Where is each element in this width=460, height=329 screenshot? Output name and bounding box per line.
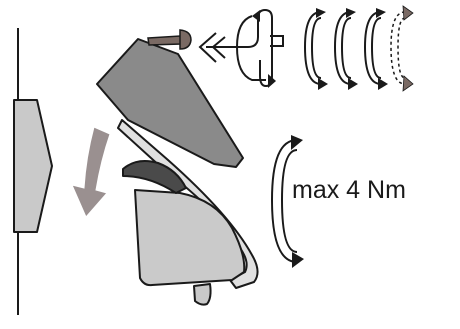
rotation-ring-icon-2 bbox=[333, 8, 358, 90]
housing-body bbox=[117, 119, 259, 306]
torque-label: max 4 Nm bbox=[292, 176, 406, 204]
housing-cap bbox=[122, 160, 187, 194]
rotation-ring-dashed-icon bbox=[390, 5, 414, 92]
cover-plate-shape bbox=[96, 38, 244, 168]
cover-plate bbox=[96, 38, 244, 168]
housing-latch bbox=[193, 283, 212, 306]
rotation-ring-icon-3 bbox=[363, 8, 388, 90]
screw-icon bbox=[147, 29, 192, 50]
wall-mount bbox=[13, 28, 53, 315]
allen-key-icon bbox=[206, 8, 284, 88]
rotation-arrow-icon bbox=[235, 10, 276, 88]
screw-head bbox=[179, 29, 192, 50]
screw-shaft bbox=[147, 35, 182, 46]
rotation-ring-icon-1 bbox=[303, 8, 328, 90]
torque-rotation-icon bbox=[270, 135, 304, 268]
curved-down-arrow-icon bbox=[71, 126, 111, 218]
wall-bracket bbox=[13, 99, 53, 233]
housing-shell bbox=[134, 189, 246, 287]
